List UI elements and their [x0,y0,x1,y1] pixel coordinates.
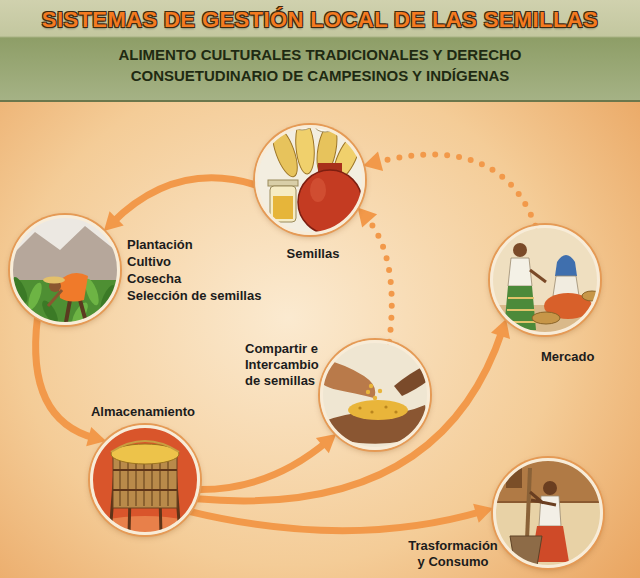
arrow-line [112,178,256,224]
circle-node: Semillas [255,125,365,235]
node-label: Trasformación y Consumo [404,538,502,570]
flow-arrow [36,318,106,447]
market-illustration [490,225,602,335]
arrow-head [473,504,493,523]
arrow-line [190,511,483,530]
arrow-head [491,319,510,339]
storage-illustration [90,425,200,544]
farming-illustration [5,210,125,331]
node-label: Compartir e Intercambio de semillas [245,341,325,389]
diagram-title: SISTEMAS DE GESTIÓN LOCAL DE LAS SEMILLA… [42,7,598,33]
node-label: Almacenamiento [78,404,208,420]
header-band: SISTEMAS DE GESTIÓN LOCAL DE LAS SEMILLA… [0,0,640,102]
arrow-head [104,211,124,231]
arrow-head [363,152,383,171]
arrow-line [365,216,392,342]
node-label: Mercado [541,349,594,365]
seeds-illustration [250,118,370,240]
node-label: Plantación [127,237,193,253]
node-label: Cosecha [127,271,181,287]
dotted-flow-arrow [358,208,392,342]
arrow-line [374,155,536,226]
subtitle-text: ALIMENTO CULTURALES TRADICIONALES Y DERE… [50,44,590,86]
processing-illustration [493,458,603,568]
flow-arrow [104,178,255,231]
arrow-line [199,441,328,490]
dotted-flow-arrow [363,152,535,226]
circle-node: PlantaciónCultivoCosechaSelección de sem… [10,215,120,325]
title-band: SISTEMAS DE GESTIÓN LOCAL DE LAS SEMILLA… [0,7,640,33]
arrow-head [358,208,377,228]
circle-node: Mercado [490,225,600,335]
circle-node: Compartir e Intercambio de semillas [320,340,430,450]
flow-arrow [199,434,336,490]
flow-arrow [197,319,510,501]
circle-node: Almacenamiento [90,425,200,535]
node-label: Semillas [258,246,368,262]
node-label: Cultivo [127,254,171,270]
arrow-line [36,318,96,439]
circle-node: Trasformación y Consumo [493,458,603,568]
sharing-illustration [316,340,434,450]
arrow-head [86,427,106,446]
flow-arrow [190,504,493,531]
arrow-head [316,434,336,453]
node-label: Selección de semillas [127,288,261,304]
arrow-line [197,329,503,501]
